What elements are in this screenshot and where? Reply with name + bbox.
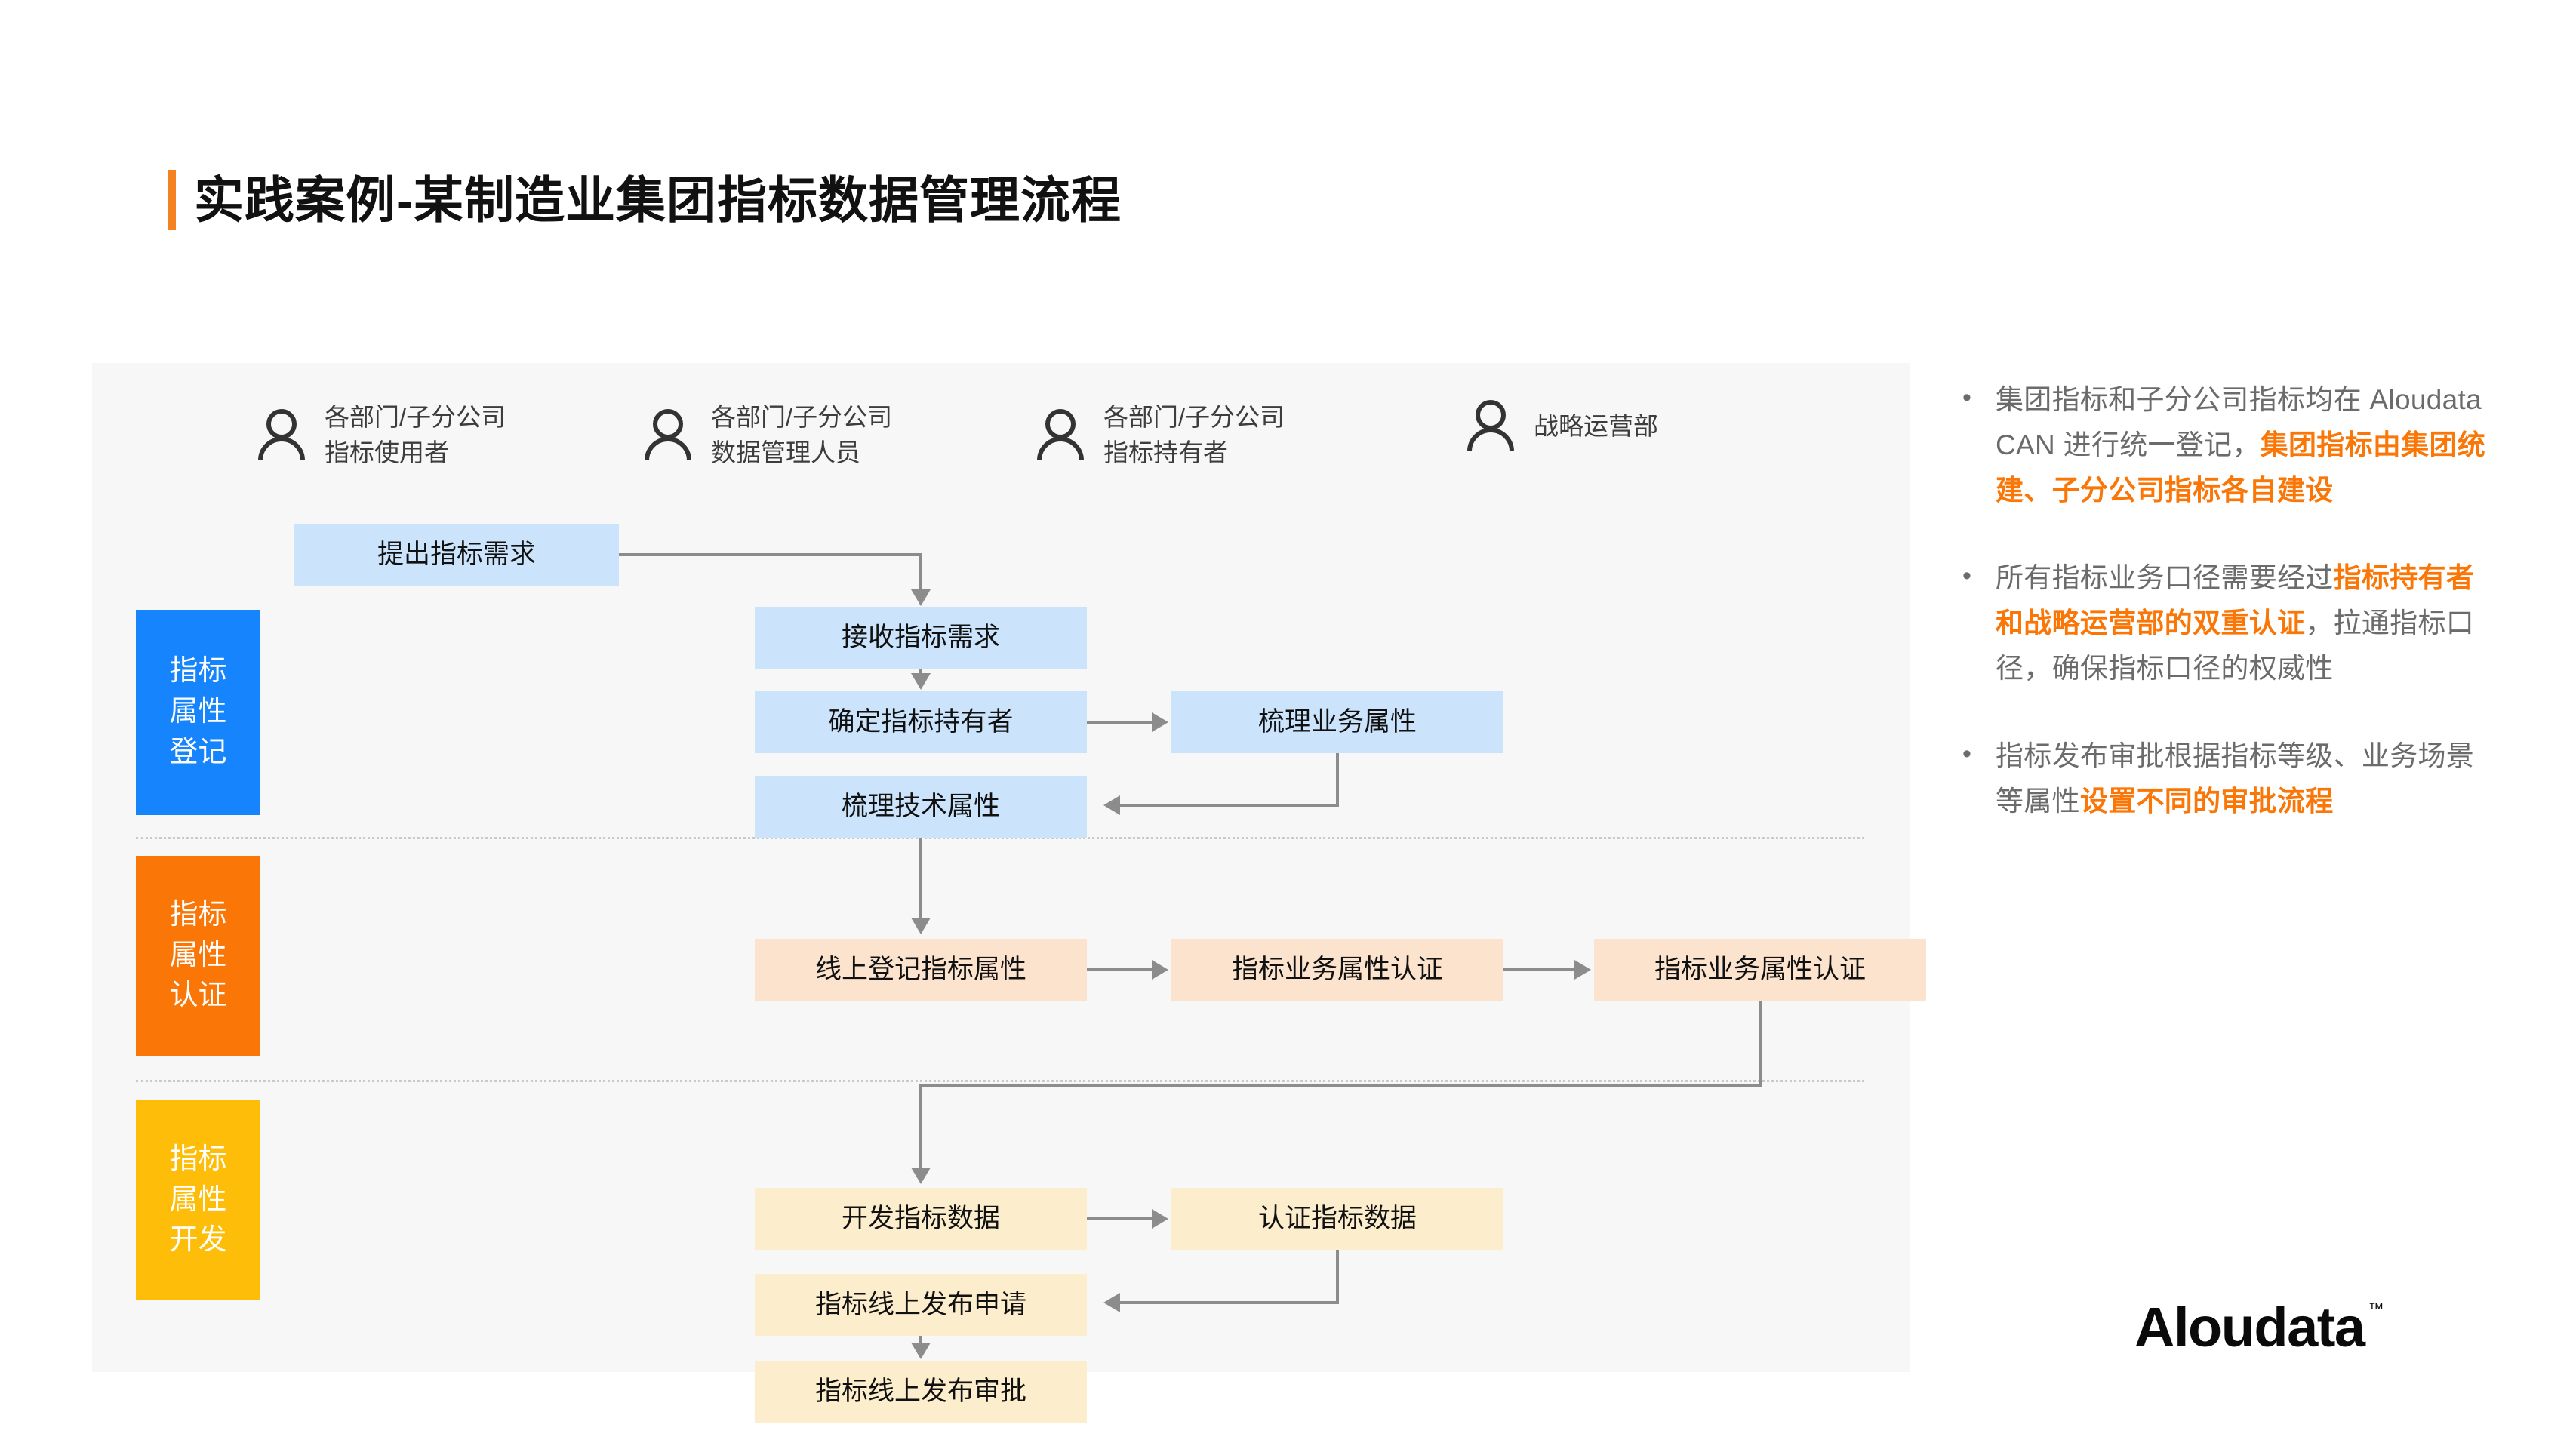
step-raise-requirement[interactable]: 提出指标需求 (294, 524, 619, 586)
bullet-icon: • (1962, 739, 1971, 768)
note-text-1: 集团指标和子分公司指标均在 Aloudata CAN 进行统一登记，集团指标由集… (1996, 377, 2491, 513)
step-certify-business-attr-2[interactable]: 指标业务属性认证 (1594, 939, 1926, 1001)
note-segment-plain: 集团指标和子分公司指标均在 Aloudata CAN 进行统一登记， (1996, 384, 2482, 460)
step-sort-business-attr[interactable]: 梳理业务属性 (1171, 691, 1503, 753)
connector-receive-to-determine (919, 669, 922, 675)
connector-raise-to-receive-v (919, 553, 922, 591)
step-register-online[interactable]: 线上登记指标属性 (755, 939, 1087, 1001)
step-determine-owner[interactable]: 确定指标持有者 (755, 691, 1087, 753)
lane-label-certification: 指标 属性 认证 (136, 856, 260, 1056)
connector-certify1-to-certify2-h (1503, 968, 1576, 971)
note-segment-plain: 指标发布审批根据指标等级、业务场景等属性 (1996, 740, 2475, 817)
lane-label-registration: 指标 属性 登记 (136, 610, 260, 815)
logo-wordmark: Aloudata (2134, 1296, 2365, 1358)
person-icon (1466, 400, 1516, 453)
actor-label: 战略运营部 (1534, 411, 1658, 440)
note-item-1: • 集团指标和子分公司指标均在 Aloudata CAN 进行统一登记，集团指标… (1962, 377, 2491, 513)
note-item-2: • 所有指标业务口径需要经过指标持有者和战略运营部的双重认证，拉通指标口径，确保… (1962, 555, 2491, 691)
step-develop-data[interactable]: 开发指标数据 (755, 1188, 1087, 1250)
trademark-icon: ™ (2368, 1300, 2384, 1318)
arrowhead-right-certify-data (1152, 1209, 1168, 1229)
step-receive-requirement[interactable]: 接收指标需求 (755, 607, 1087, 669)
connector-certify-to-publish-v (1336, 1250, 1339, 1304)
step-publish-request[interactable]: 指标线上发布申请 (755, 1274, 1087, 1336)
note-segment-plain: 所有指标业务口径需要经过 (1996, 561, 2334, 593)
connector-register-to-certify1-h (1087, 968, 1153, 971)
arrowhead-down-publish-approval (911, 1343, 931, 1359)
connector-technical-to-register (919, 838, 922, 921)
note-segment-plain-2: ，拉通指标口径，确保指标口径的权威性 (1996, 607, 2475, 684)
lane-label-development: 指标 属性 开发 (136, 1100, 260, 1300)
connector-certify2-to-develop-h (919, 1084, 1762, 1087)
connector-determine-to-business-h (1087, 721, 1153, 724)
actor-label: 各部门/子分公司 指标使用者 (325, 403, 506, 466)
process-diagram-panel: 各部门/子分公司 指标使用者 各部门/子分公司 数据管理人员 各部门/子分公司 … (92, 363, 1926, 1423)
arrowhead-right-business (1152, 712, 1168, 732)
note-text-2: 所有指标业务口径需要经过指标持有者和战略运营部的双重认证，拉通指标口径，确保指标… (1996, 555, 2491, 691)
connector-raise-to-receive-h (619, 553, 922, 556)
aloudata-logo: Aloudata ™ (2134, 1300, 2384, 1355)
note-segment-highlight: 设置不同的审批流程 (2079, 785, 2334, 817)
arrowhead-left-publish-request (1103, 1293, 1120, 1312)
actor-data-manager: 各部门/子分公司 数据管理人员 (643, 400, 892, 471)
bullet-icon: • (1962, 383, 1971, 412)
connector-business-to-technical-h (1120, 804, 1339, 807)
actor-label: 各部门/子分公司 数据管理人员 (711, 403, 893, 466)
connector-certify-to-publish-h (1120, 1301, 1339, 1304)
arrowhead-down-receive (911, 589, 931, 606)
title-accent-bar (168, 170, 176, 230)
arrowhead-down-develop (911, 1168, 931, 1184)
step-publish-approval[interactable]: 指标线上发布审批 (755, 1361, 1087, 1423)
arrowhead-right-certify1 (1152, 960, 1168, 980)
arrowhead-down-determine (911, 673, 931, 690)
actor-strategy-dept: 战略运营部 (1466, 400, 1658, 453)
title-text: 实践案例-某制造业集团指标数据管理流程 (194, 172, 1122, 228)
step-sort-technical-attr[interactable]: 梳理技术属性 (755, 776, 1087, 838)
arrowhead-down-register (911, 918, 931, 934)
connector-certify2-to-develop-v2 (919, 1084, 922, 1171)
actor-metric-user: 各部门/子分公司 指标使用者 (257, 400, 506, 471)
connector-develop-to-certify-h (1087, 1217, 1153, 1220)
connector-certify2-to-develop-v1 (1759, 1001, 1762, 1086)
lane-divider-2 (136, 1080, 1864, 1082)
note-text-3: 指标发布审批根据指标等级、业务场景等属性设置不同的审批流程 (1996, 734, 2491, 824)
step-certify-business-attr-1[interactable]: 指标业务属性认证 (1171, 939, 1503, 1001)
connector-request-to-approval-v (919, 1336, 922, 1345)
actor-metric-owner: 各部门/子分公司 指标持有者 (1036, 400, 1285, 471)
note-item-3: • 指标发布审批根据指标等级、业务场景等属性设置不同的审批流程 (1962, 734, 2491, 824)
actor-label: 各部门/子分公司 指标持有者 (1103, 403, 1285, 466)
person-icon (257, 408, 306, 462)
note-segment-highlight: 集团指标由集团统建、子分公司指标各自建设 (1996, 429, 2486, 506)
notes-panel: • 集团指标和子分公司指标均在 Aloudata CAN 进行统一登记，集团指标… (1962, 377, 2491, 866)
page-title: 实践案例-某制造业集团指标数据管理流程 (168, 170, 1122, 230)
lane-divider-1 (136, 837, 1864, 839)
connector-business-to-technical-v (1336, 753, 1339, 805)
arrowhead-right-certify2 (1574, 960, 1591, 980)
bullet-icon: • (1962, 561, 1971, 590)
step-certify-data[interactable]: 认证指标数据 (1171, 1188, 1503, 1250)
arrowhead-left-technical (1103, 795, 1120, 815)
person-icon (1036, 408, 1085, 462)
note-segment-highlight: 指标持有者和战略运营部的双重认证 (1996, 561, 2475, 638)
person-icon (643, 408, 693, 462)
